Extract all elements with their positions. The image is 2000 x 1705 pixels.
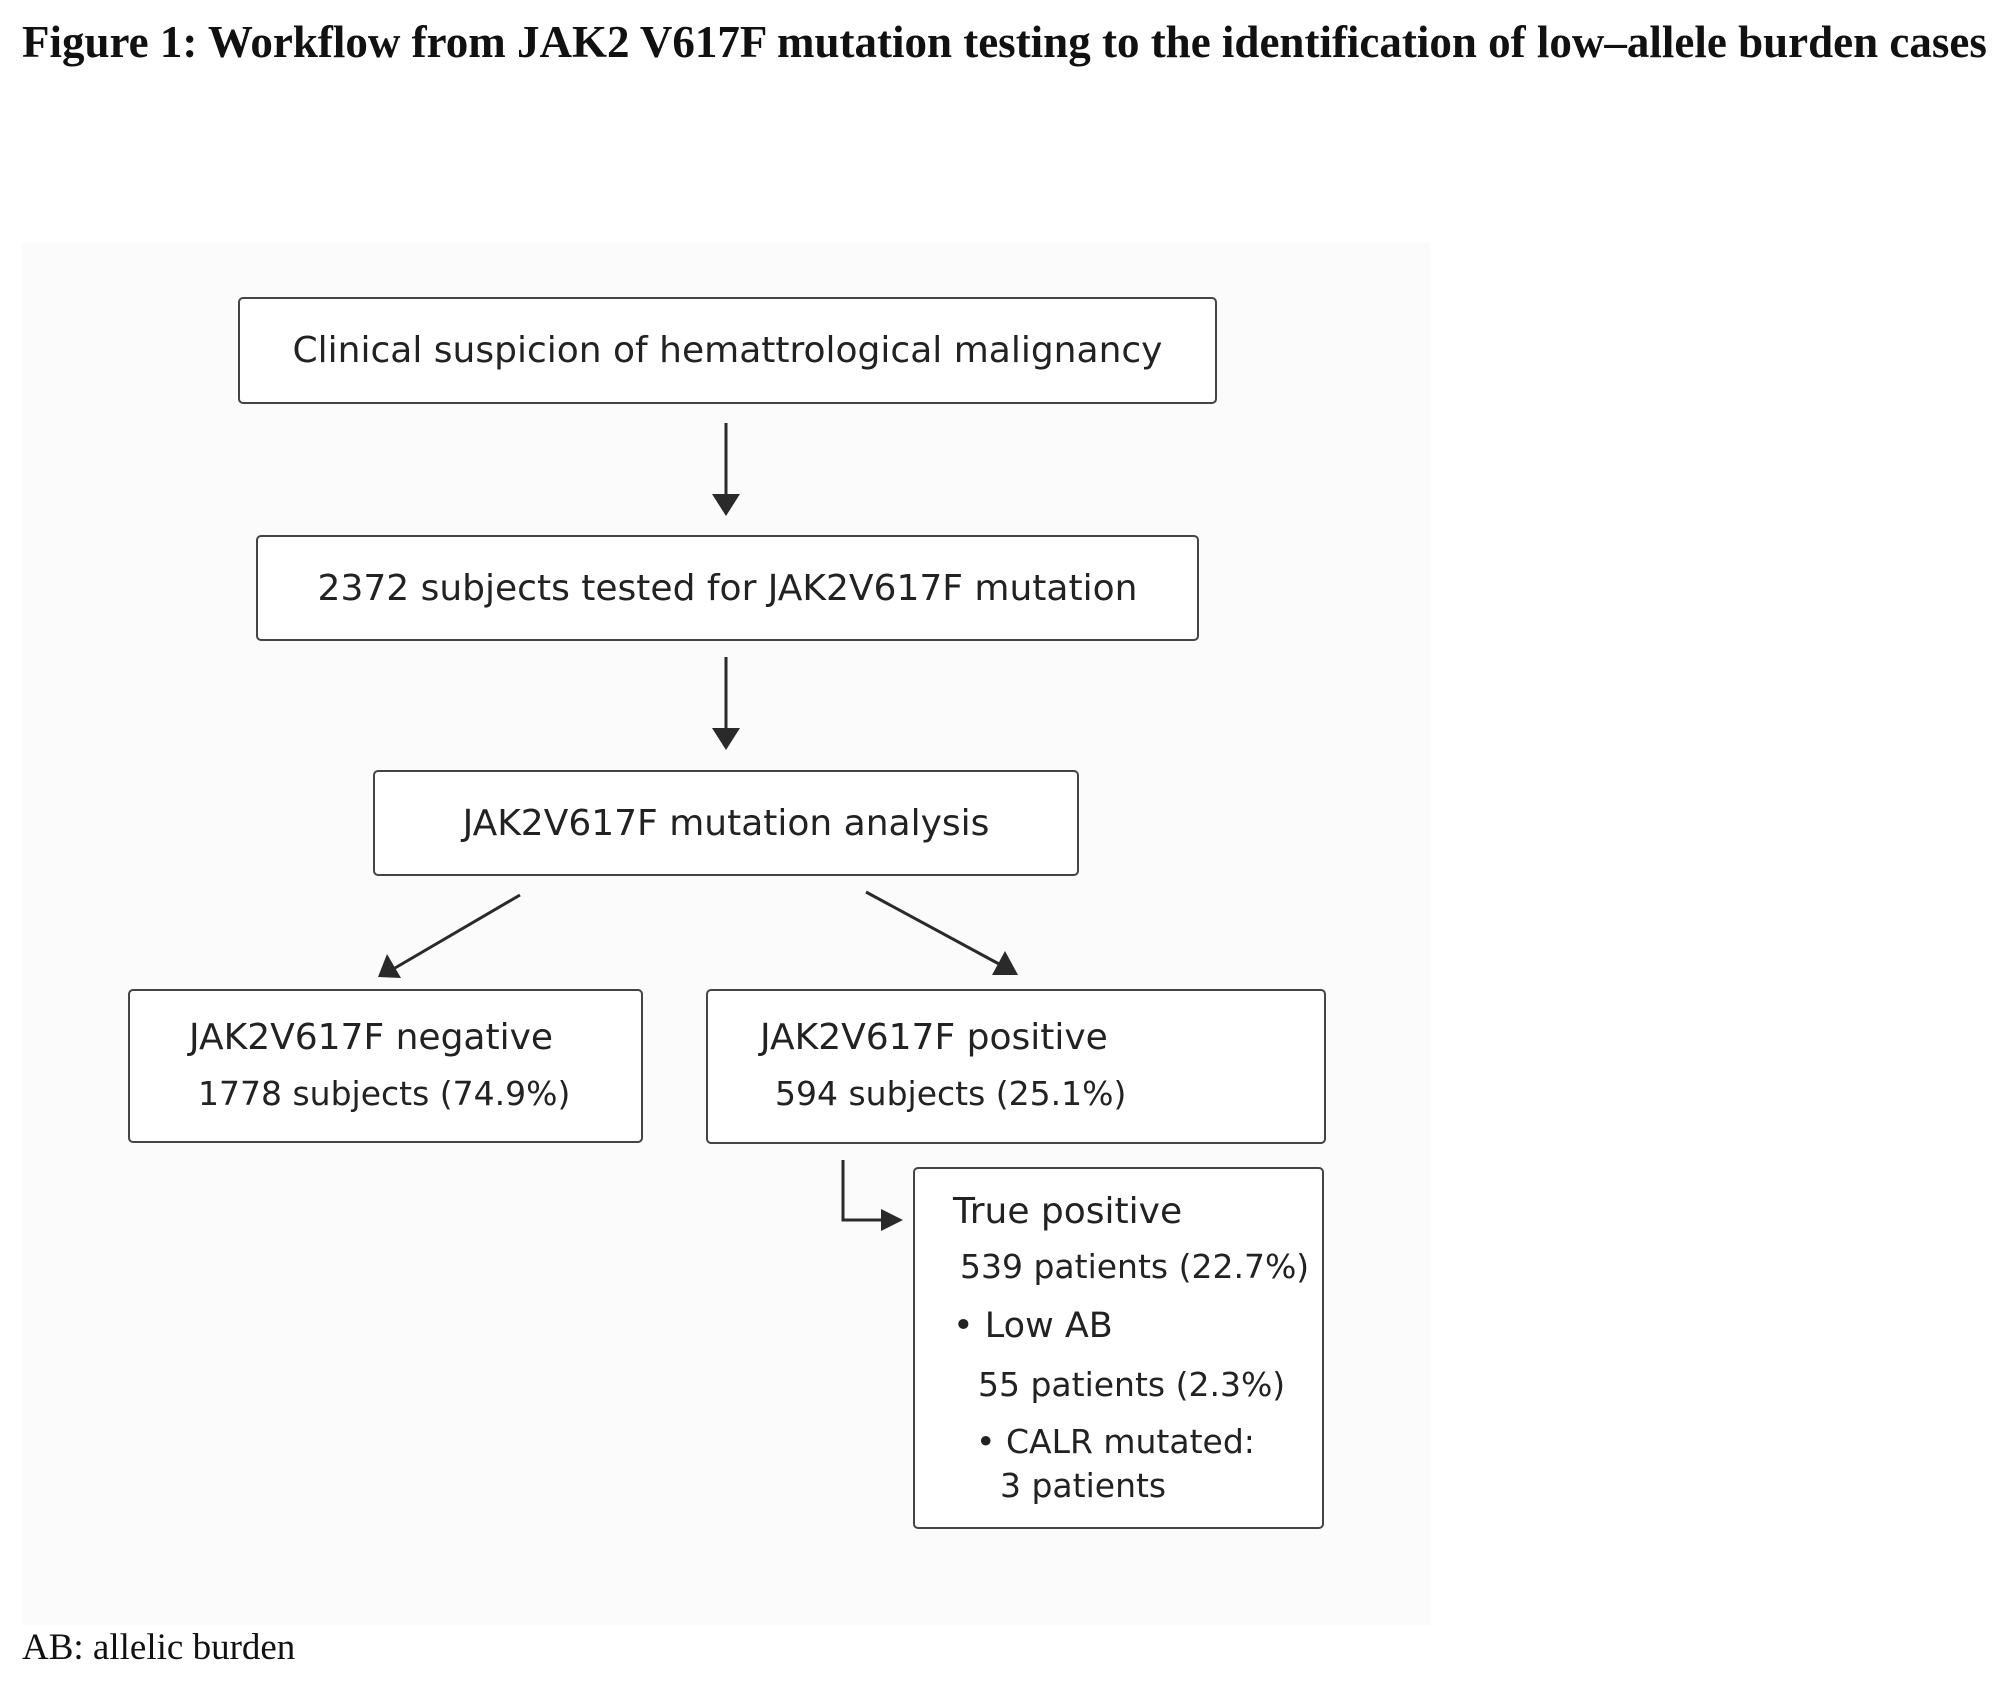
true-positive-title: True positive xyxy=(953,1191,1183,1232)
positive-title: JAK2V617F positive xyxy=(760,1017,1108,1058)
calr-label: • CALR mutated: xyxy=(976,1422,1255,1461)
step-clinical-suspicion-box: Clinical suspicion of hemattrological ma… xyxy=(238,297,1217,404)
true-positive-box: True positive 539 patients (22.7%) • Low… xyxy=(913,1167,1324,1529)
positive-result-box: JAK2V617F positive 594 subjects (25.1%) xyxy=(706,989,1326,1144)
step-clinical-suspicion-text: Clinical suspicion of hemattrological ma… xyxy=(292,330,1163,371)
true-positive-count: 539 patients (22.7%) xyxy=(960,1247,1310,1286)
negative-count: 1778 subjects (74.9%) xyxy=(198,1074,571,1113)
step-subjects-tested-box: 2372 subjects tested for JAK2V617F mutat… xyxy=(256,535,1199,641)
low-ab-count: 55 patients (2.3%) xyxy=(978,1365,1286,1404)
figure-title: Workflow from JAK2 V617F mutation testin… xyxy=(207,17,1987,67)
negative-title: JAK2V617F negative xyxy=(189,1017,554,1058)
figure-label: Figure 1: xyxy=(22,17,198,67)
step-subjects-tested-text: 2372 subjects tested for JAK2V617F mutat… xyxy=(317,567,1138,609)
negative-result-box: JAK2V617F negative 1778 subjects (74.9%) xyxy=(128,989,643,1143)
positive-count: 594 subjects (25.1%) xyxy=(775,1074,1127,1113)
step-mutation-analysis-box: JAK2V617F mutation analysis xyxy=(373,770,1079,876)
footnote: AB: allelic burden xyxy=(22,1627,296,1668)
figure-caption: Figure 1: Workflow from JAK2 V617F mutat… xyxy=(22,12,1992,72)
calr-count: 3 patients xyxy=(1000,1466,1167,1505)
low-ab-label: • Low AB xyxy=(953,1306,1113,1346)
step-mutation-analysis-text: JAK2V617F mutation analysis xyxy=(462,802,990,844)
